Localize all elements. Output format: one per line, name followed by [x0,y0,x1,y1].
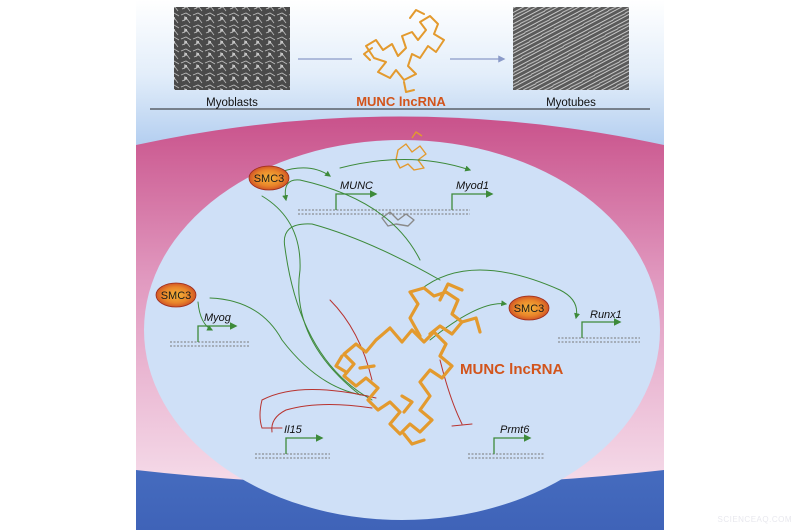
center-rna-label: MUNC lncRNA [460,361,563,378]
dna-munc-myod1 [298,209,470,215]
myotubes-image [513,7,629,90]
svg-text:SMC3: SMC3 [514,303,545,315]
header-rna-icon [363,9,445,93]
gene-label-myod1: Myod1 [456,180,489,192]
header: Myoblasts MUNC lncRNA Myotubes [150,7,650,110]
dna-strands [170,209,640,459]
smc3-top: SMC3 [248,165,290,191]
tss-arrows [197,190,622,454]
dna-prmt6 [468,453,544,459]
gene-label-runx1: Runx1 [590,309,622,321]
myotubes-caption: Myotubes [546,97,596,109]
header-title: MUNC lncRNA [356,94,446,109]
myoblasts-image [174,7,290,90]
gene-label-prmt6: Prmt6 [500,424,530,436]
gene-label-munc: MUNC [340,180,373,192]
small-rna-icons [381,131,427,227]
svg-text:SMC3: SMC3 [254,173,285,185]
gene-label-il15: Il15 [284,424,303,436]
watermark: SCIENCEAQ.COM [717,515,792,524]
gene-label-myog: Myog [204,312,232,324]
smc3-right: SMC3 [508,295,550,321]
smc3-left: SMC3 [155,282,197,308]
dna-runx1 [558,337,640,343]
regulation-curves [197,159,580,433]
dna-il15 [255,453,330,459]
svg-text:SMC3: SMC3 [161,290,192,302]
myoblasts-caption: Myoblasts [206,97,258,109]
dna-myog [170,341,250,347]
munc-lncrna-structure [334,282,482,446]
